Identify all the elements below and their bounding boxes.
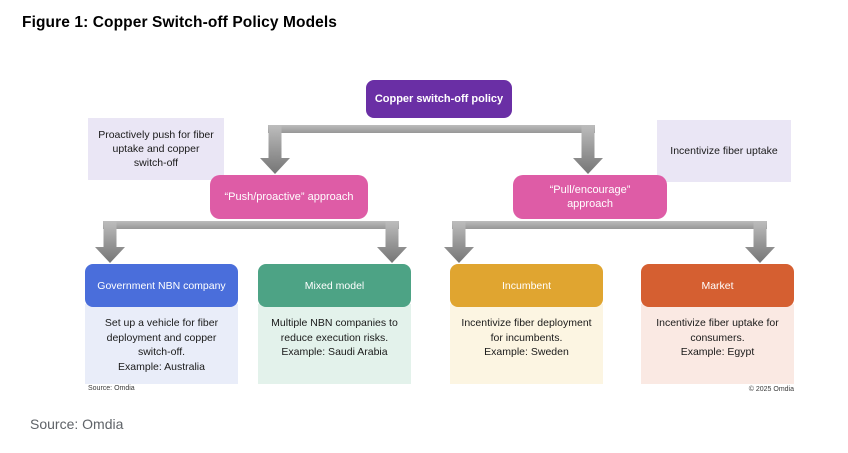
model-node-mixed-model: Mixed model bbox=[258, 264, 411, 307]
root-node-copper-switch-off-policy: Copper switch-off policy bbox=[366, 80, 512, 118]
branch-node-pull-encourage: “Pull/encourage” approach bbox=[513, 175, 667, 219]
arrow-to-push bbox=[260, 125, 290, 174]
figure-title: Figure 1: Copper Switch-off Policy Model… bbox=[22, 14, 337, 31]
model-description-incumbent: Incentivize fiber deployment for incumbe… bbox=[450, 304, 603, 384]
model-node-market: Market bbox=[641, 264, 794, 307]
connector-bar-push bbox=[103, 221, 399, 229]
figure-source-note: Source: Omdia bbox=[88, 385, 135, 392]
model-example-text: Example: Egypt bbox=[680, 346, 755, 359]
arrow-to-nbn bbox=[95, 221, 125, 263]
model-description-market: Incentivize fiber uptake for consumers. … bbox=[641, 304, 794, 384]
model-node-incumbent: Incumbent bbox=[450, 264, 603, 307]
model-example-text: Example: Australia bbox=[118, 361, 205, 374]
note-pull-explanation: Incentivize fiber uptake bbox=[657, 120, 791, 182]
model-description-government-nbn-company: Set up a vehicle for fiber deployment an… bbox=[85, 304, 238, 384]
model-description-text: Incentivize fiber deployment for incumbe… bbox=[461, 317, 592, 344]
source-caption: Source: Omdia bbox=[30, 416, 124, 432]
note-push-explanation: Proactively push for fiber uptake and co… bbox=[88, 118, 224, 180]
model-node-government-nbn-company: Government NBN company bbox=[85, 264, 238, 307]
model-example-text: Example: Saudi Arabia bbox=[281, 346, 388, 359]
model-description-mixed-model: Multiple NBN companies to reduce executi… bbox=[258, 304, 411, 384]
arrow-to-incumbent bbox=[444, 221, 474, 263]
arrow-to-pull bbox=[573, 125, 603, 174]
arrow-to-mixed bbox=[377, 221, 407, 263]
branch-node-push-proactive: “Push/proactive” approach bbox=[210, 175, 368, 219]
copyright-note: © 2025 Omdia bbox=[748, 386, 794, 393]
model-description-text: Incentivize fiber uptake for consumers. bbox=[656, 317, 779, 344]
model-description-text: Multiple NBN companies to reduce executi… bbox=[271, 317, 398, 344]
arrow-to-market bbox=[745, 221, 775, 263]
connector-bar-level1 bbox=[268, 125, 595, 133]
connector-bar-pull bbox=[452, 221, 767, 229]
model-description-text: Set up a vehicle for fiber deployment an… bbox=[104, 317, 219, 359]
model-example-text: Example: Sweden bbox=[484, 346, 569, 359]
